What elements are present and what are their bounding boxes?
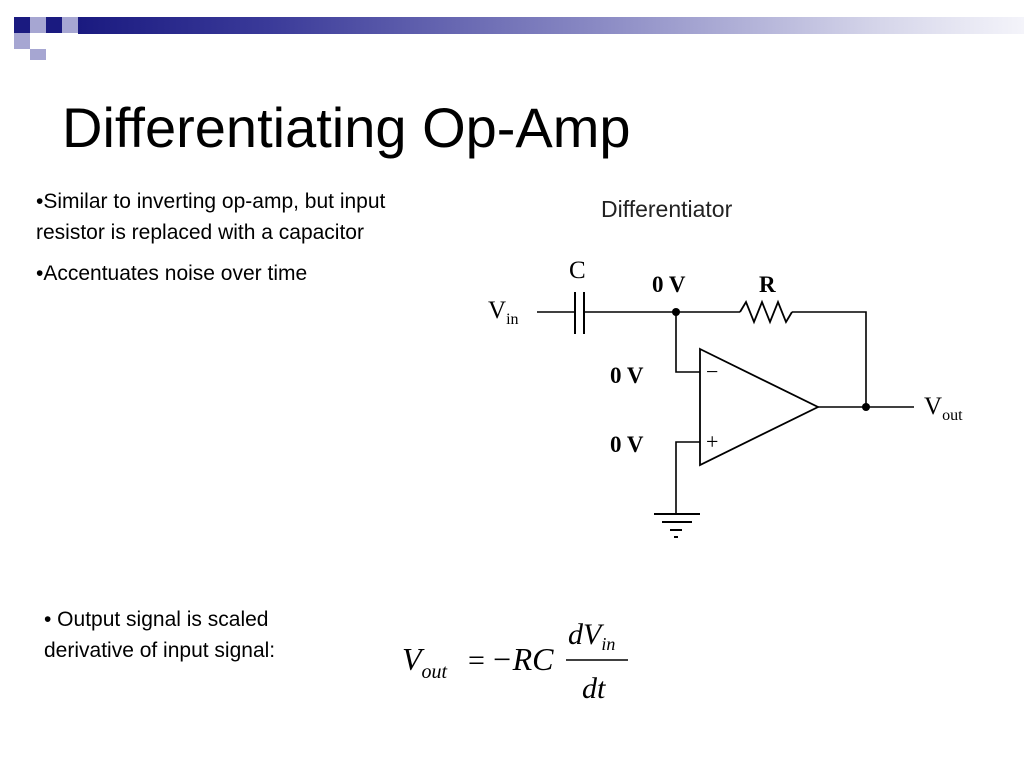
node-voltage-label: 0 V <box>652 272 686 297</box>
bullet-list-bottom: • Output signal is scaled derivative of … <box>44 604 364 666</box>
junction-dot <box>862 403 870 411</box>
decor-square-dark <box>14 17 30 33</box>
equation-numerator: dVin <box>568 618 615 654</box>
feedback-wire <box>792 311 867 407</box>
decor-square-light <box>30 17 46 33</box>
differentiator-circuit: Differentiator Vin C 0 V R − + 0 V 0 V V… <box>488 196 963 538</box>
decor-square-light <box>14 33 30 49</box>
slide-title: Differentiating Op-Amp <box>62 96 631 159</box>
equation-lhs: Vout <box>402 641 448 683</box>
equation-equals: = <box>468 644 485 677</box>
equation-denominator: dt <box>582 672 606 705</box>
bullet-item: • Output signal is scaled derivative of … <box>44 608 276 662</box>
equation-rhs: −RC <box>491 641 554 677</box>
minus-sign: − <box>706 359 718 384</box>
capacitor-label: C <box>569 257 586 284</box>
bullet-item: •Accentuates noise over time <box>36 262 308 285</box>
bullet-item: •Similar to inverting op-amp, but input … <box>36 190 386 244</box>
inverting-input-wire <box>675 312 700 373</box>
decor-square-dark <box>46 17 62 33</box>
differentiator-equation: Vout = −RC dVin dt <box>402 618 628 705</box>
noninverting-input-wire <box>675 441 700 514</box>
vout-label: Vout <box>924 393 963 424</box>
ground-symbol <box>654 513 700 538</box>
decor-square-light <box>62 17 78 33</box>
noninverting-input-voltage: 0 V <box>610 432 644 457</box>
resistor <box>739 299 793 325</box>
header-gradient-band <box>78 17 1024 34</box>
header-decoration <box>0 0 1024 60</box>
diagram-title: Differentiator <box>601 196 733 222</box>
vin-label: Vin <box>488 297 519 328</box>
plus-sign: + <box>706 429 718 454</box>
decor-square-light <box>30 49 46 60</box>
resistor-label: R <box>759 272 776 297</box>
inverting-input-voltage: 0 V <box>610 363 644 388</box>
bullet-list-top: •Similar to inverting op-amp, but input … <box>36 186 416 299</box>
op-amp <box>699 347 821 467</box>
